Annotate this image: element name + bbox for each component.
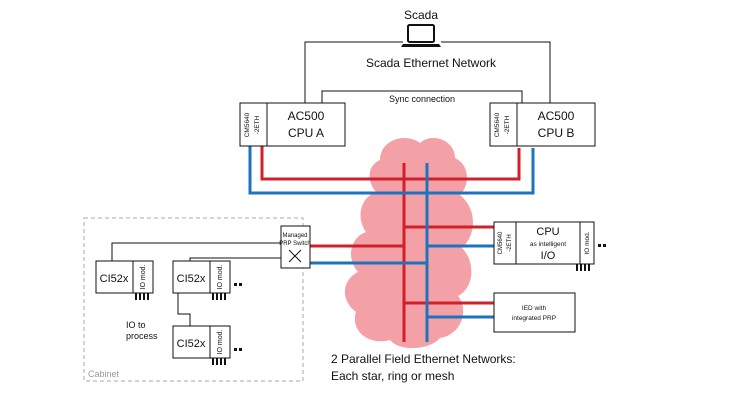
ci52x-1-pins (135, 293, 149, 300)
cpu-b-title: AC500 (538, 109, 575, 123)
cpu-a-module-label: CM5640 (244, 112, 251, 137)
cpu-a-unit: CM5640 -2ETH AC500 CPU A (239, 102, 346, 147)
cabinet-enclosure: Cabinet (83, 217, 304, 382)
cpu-io-title: CPU (536, 226, 559, 238)
scada-network-label: Scada Ethernet Network (366, 56, 497, 70)
ci52x-3-label: CI52x (177, 338, 206, 350)
ci52x-1-label: CI52x (100, 273, 129, 285)
cpu-intelligent-io-unit: CM5640 -2ETH CPU as intelligent I/O IO m… (493, 221, 606, 271)
ci52x-unit-2: CI52x IO mod. (172, 260, 242, 300)
io-to-process-line2: process (126, 331, 158, 341)
ied-label-line1: IED with (522, 305, 547, 312)
ci52x-3-ellipsis (234, 348, 242, 351)
cpu-a-subtitle: CPU A (288, 126, 324, 140)
cpu-a-module-sub-label: -2ETH (254, 115, 261, 134)
blue-network-lines (248, 146, 535, 342)
ci52x-unit-1: CI52x IO mod. (95, 260, 154, 300)
managed-prp-switch: Managed PRP Switch (279, 225, 311, 269)
cabinet-wiring (111, 242, 290, 326)
cpu-io-pins (576, 264, 590, 271)
switch-label-line2: PRP Switch (279, 241, 311, 247)
ci52x-2-label: CI52x (177, 273, 206, 285)
caption-line2: Each star, ring or mesh (331, 369, 454, 383)
cpu-b-module-label: CM5640 (494, 112, 501, 137)
ci52x-2-pins (212, 293, 226, 300)
scada-network-lines (304, 41, 551, 103)
switch-cross-icon (288, 249, 302, 263)
cpu-b-module-sub-label: -2ETH (504, 115, 511, 134)
switch-label-line1: Managed (282, 233, 307, 239)
scada-laptop-icon (401, 24, 441, 47)
scada-label: Scada (404, 8, 438, 22)
ci52x-unit-3: CI52x IO mod. (172, 325, 242, 365)
cpu-a-title: AC500 (288, 109, 325, 123)
cpu-io-module-sub-label: -2ETH (507, 234, 513, 251)
cpu-io-subtitle: as intelligent (530, 241, 566, 248)
cpu-io-ellipsis (598, 244, 606, 247)
cpu-io-module-label: CM5640 (498, 231, 504, 254)
cpu-io-io-mod-label: IO mod. (584, 231, 591, 254)
ci52x-2-io-label: IO mod. (217, 265, 224, 290)
sync-connection-label: Sync connection (389, 94, 455, 104)
ci52x-3-io-label: IO mod. (217, 330, 224, 355)
ied-label-line2: integrated PRP (512, 315, 556, 322)
ci52x-3-pins (212, 358, 226, 365)
ied-unit: IED with integrated PRP (493, 292, 576, 333)
io-to-process-line1: IO to (126, 320, 146, 330)
cpu-b-subtitle: CPU B (538, 126, 575, 140)
cpu-b-unit: CM5640 -2ETH AC500 CPU B (489, 102, 596, 147)
ci52x-2-ellipsis (234, 283, 242, 286)
cpu-io-title-2: I/O (541, 250, 556, 262)
cabinet-label: Cabinet (88, 369, 120, 379)
ci52x-1-io-label: IO mod. (140, 265, 147, 290)
field-network-cloud (344, 137, 473, 349)
caption-line1: 2 Parallel Field Ethernet Networks: (331, 352, 516, 366)
